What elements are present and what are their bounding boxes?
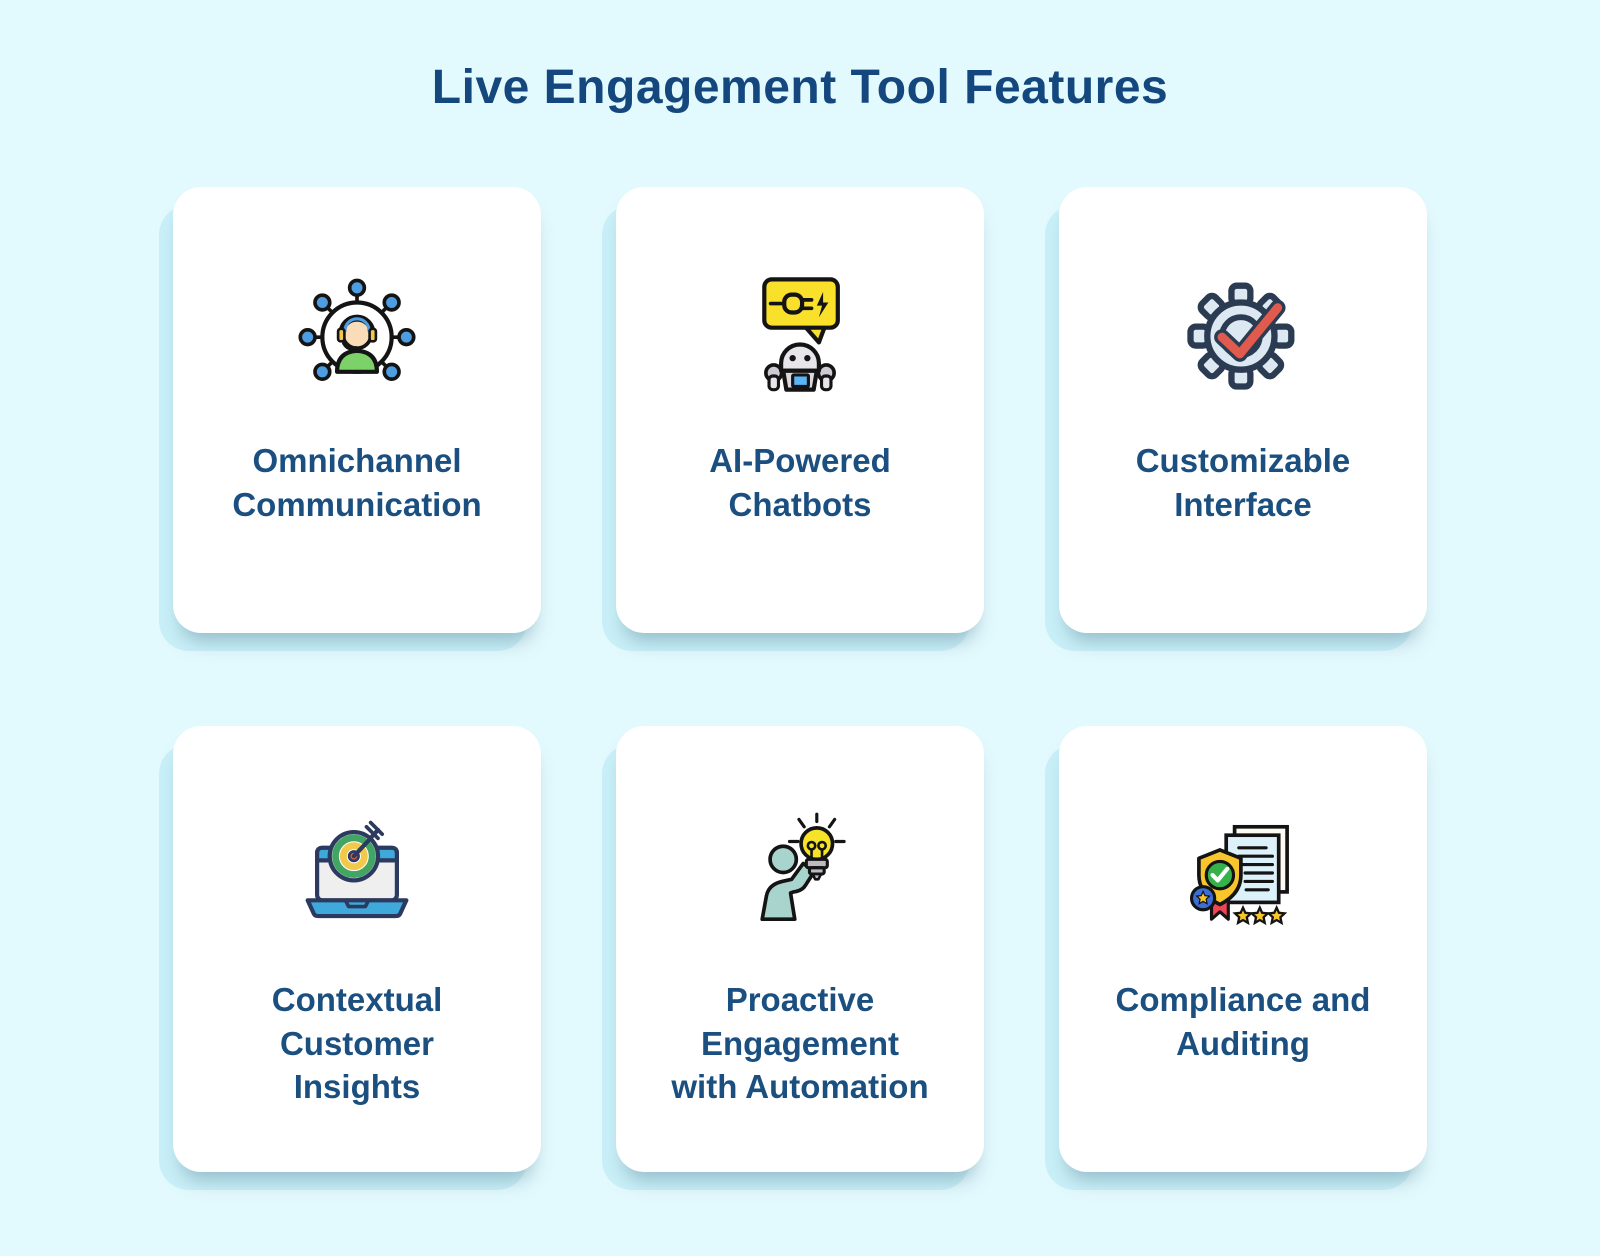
feature-label: AI-Powered Chatbots	[709, 442, 891, 523]
feature-label: Contextual Customer Insights	[271, 981, 443, 1106]
person-lightbulb-icon	[760, 812, 846, 922]
feature-card-insights: Contextual Customer Insights	[173, 726, 541, 1172]
feature-label: Omnichannel Communication	[232, 442, 482, 523]
feature-card-grid: Omnichannel Communication	[173, 187, 1427, 1172]
laptop-target-icon	[305, 820, 409, 919]
gear-checkmark-icon	[1187, 282, 1295, 390]
feature-card-customizable: Customizable Interface	[1059, 187, 1427, 633]
feature-label: Proactive Engagement with Automation	[671, 981, 929, 1106]
omnichannel-network-agent-icon	[298, 278, 416, 381]
page-title: Live Engagement Tool Features	[431, 61, 1169, 114]
feature-label: Compliance and Auditing	[1115, 981, 1371, 1062]
feature-card-chatbots: AI-Powered Chatbots	[616, 187, 984, 633]
chatbot-robot-speech-icon	[762, 277, 840, 392]
feature-card-compliance: Compliance and Auditing	[1059, 726, 1427, 1172]
feature-card-omnichannel: Omnichannel Communication	[173, 187, 541, 633]
feature-card-proactive: Proactive Engagement with Automation	[616, 726, 984, 1172]
certificate-documents-icon	[1189, 824, 1289, 925]
feature-label: Customizable Interface	[1135, 442, 1351, 523]
